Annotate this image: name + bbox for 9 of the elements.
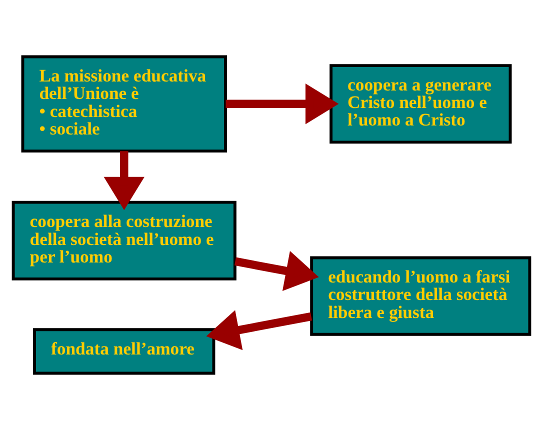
arrow xyxy=(104,151,144,210)
node-box: coopera a generare Cristo nell’uomo e l’uomo a Cristo xyxy=(330,64,512,144)
arrow xyxy=(206,310,312,350)
node-box: La missione educativa dell’Unione è • catechistica • sociale xyxy=(21,55,227,153)
node-box: coopera alla costruzione della società nell’uomo e per l’uomo xyxy=(12,200,236,280)
arrow xyxy=(226,84,339,124)
arrow xyxy=(234,250,319,291)
node-box: educando l’uomo a farsi costruttore della società libera e giusta xyxy=(310,256,532,336)
node-box: fondata nell’amore xyxy=(33,328,216,375)
